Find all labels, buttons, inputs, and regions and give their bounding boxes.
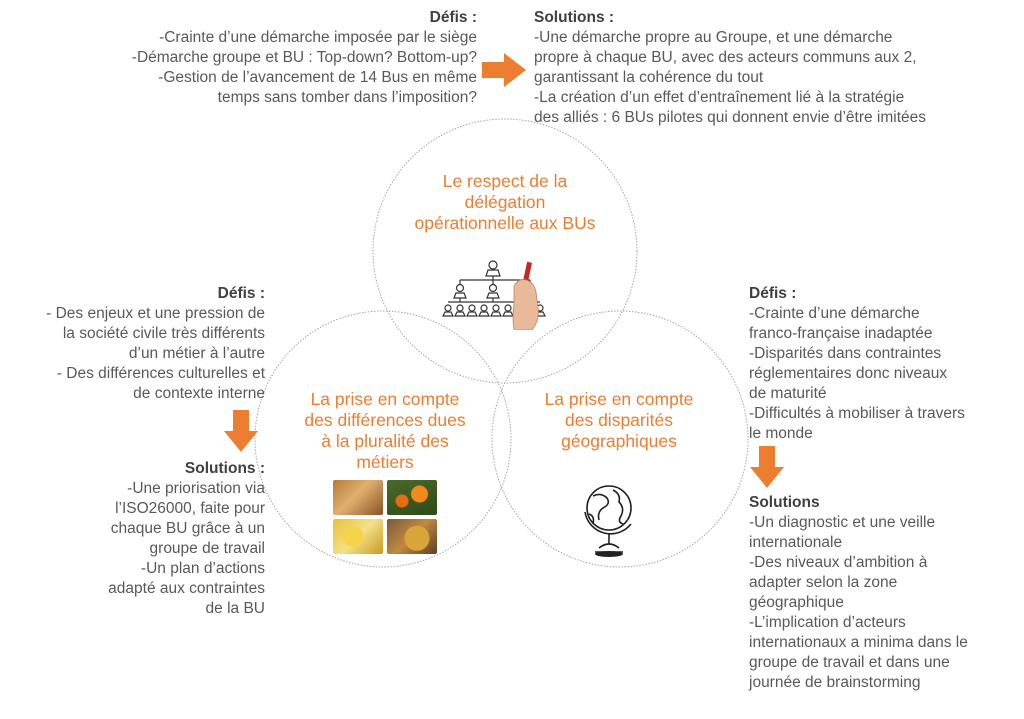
mid-left-challenge-line: - Des différences culturelles et	[56, 365, 265, 382]
bottom-left-solution-line: -Un plan d’actions	[140, 560, 265, 577]
bottom-right-solutions: Solutions -Un diagnostic et une veille i…	[749, 493, 968, 693]
circle-left-title-line: à la pluralité des	[321, 431, 449, 451]
circle-right	[491, 310, 749, 568]
top-right-solution-line: -La création d’un effet d’entraînement l…	[534, 89, 905, 106]
top-left-challenges-title: Défis :	[429, 9, 477, 26]
bottom-left-solution-line: groupe de travail	[149, 540, 265, 557]
mid-right-challenge-line: -Difficultés à mobiliser à travers	[749, 405, 965, 422]
bottom-left-solutions-title: Solutions :	[184, 460, 265, 477]
circle-top-title-line: Le respect de la	[442, 171, 568, 191]
circle-left-title: La prise en compte des différences dues …	[285, 389, 485, 473]
arrow-icon	[482, 53, 526, 87]
bottom-right-solution-line: internationaux a minima dans le	[749, 634, 968, 651]
top-right-solution-line: -Une démarche propre au Groupe, et une d…	[534, 29, 893, 46]
circle-top-title-line: opérationnelle aux BUs	[414, 213, 596, 233]
mid-right-challenge-line: de maturité	[749, 385, 827, 402]
bottom-right-solution-line: internationale	[749, 534, 843, 551]
bottom-left-solutions: Solutions : -Une priorisation via l’ISO2…	[108, 459, 265, 619]
bottom-right-solution-line: groupe de travail et dans une	[749, 654, 950, 671]
bottom-right-solutions-title: Solutions	[749, 494, 820, 511]
photo-grain	[333, 480, 383, 515]
circle-top	[372, 118, 638, 384]
mid-left-challenge-line: - Des enjeux et une pression de	[46, 305, 265, 322]
mid-left-challenge-line: la société civile très différents	[62, 325, 265, 342]
globe-icon	[584, 485, 632, 557]
circle-right-title-line: des disparités	[565, 410, 673, 430]
mid-right-challenges: Défis : -Crainte d’une démarche franco-f…	[749, 284, 965, 444]
bottom-right-solution-line: -Un diagnostic et une veille	[749, 514, 936, 531]
photo-flowers	[387, 480, 437, 515]
mid-right-challenge-line: le monde	[749, 425, 813, 442]
bottom-right-solution-line: géographique	[749, 594, 844, 611]
mid-left-challenges-title: Défis :	[217, 285, 265, 302]
mid-right-challenge-line: franco-française inadaptée	[749, 325, 933, 342]
circle-left	[254, 310, 512, 568]
circle-right-title: La prise en compte des disparités géogra…	[519, 389, 719, 452]
top-left-challenges: Défis : -Crainte d’une démarche imposée …	[132, 8, 477, 108]
mid-left-challenge-line: de contexte interne	[133, 385, 265, 402]
bottom-left-solution-line: l’ISO26000, faite pour	[115, 500, 265, 517]
photo-pasta	[333, 519, 383, 554]
top-right-solution-line: des alliés : 6 BUs pilotes qui donnent e…	[534, 109, 927, 126]
circle-right-title-line: géographiques	[561, 431, 677, 451]
top-right-solutions-title: Solutions :	[534, 9, 615, 26]
mid-left-challenge-line: d’un métier à l’autre	[128, 345, 265, 362]
circle-right-title-line: La prise en compte	[544, 389, 694, 409]
bottom-right-solution-line: -Des niveaux d’ambition à	[749, 554, 928, 571]
circle-top-title: Le respect de la délégation opérationnel…	[405, 171, 605, 234]
mid-right-challenge-line: -Disparités dans contraintes	[749, 345, 942, 362]
circle-left-title-line: métiers	[356, 452, 414, 472]
arrow-icon	[750, 446, 784, 488]
org-chart-icon	[442, 260, 546, 330]
arrow-icon	[224, 410, 258, 452]
photo-seeds	[387, 519, 437, 554]
bottom-left-solution-line: -Une priorisation via	[127, 480, 265, 497]
top-left-challenge-line: -Démarche groupe et BU : Top-down? Botto…	[131, 49, 477, 66]
bottom-right-solution-line: journée de brainstorming	[749, 674, 921, 691]
bottom-left-solution-line: chaque BU grâce à un	[110, 520, 265, 537]
top-left-challenge-line: -Gestion de l’avancement de 14 Bus en mê…	[158, 69, 477, 86]
circle-left-title-line: des différences dues	[304, 410, 466, 430]
circle-left-title-line: La prise en compte	[310, 389, 460, 409]
mid-right-challenge-line: réglementaires donc niveaux	[749, 365, 948, 382]
mid-right-challenge-line: -Crainte d’une démarche	[749, 305, 920, 322]
food-photos-icon	[333, 480, 437, 554]
bottom-left-solution-line: de la BU	[205, 600, 265, 617]
top-left-challenge-line: temps sans tomber dans l’imposition?	[217, 89, 477, 106]
top-left-challenge-line: -Crainte d’une démarche imposée par le s…	[159, 29, 477, 46]
circle-top-title-line: délégation	[464, 192, 546, 212]
bottom-right-solution-line: adapter selon la zone	[749, 574, 898, 591]
top-right-solutions: Solutions : -Une démarche propre au Grou…	[534, 8, 926, 128]
mid-left-challenges: Défis : - Des enjeux et une pression de …	[46, 284, 265, 404]
top-right-solution-line: propre à chaque BU, avec des acteurs com…	[534, 49, 917, 66]
bottom-left-solution-line: adapté aux contraintes	[108, 580, 265, 597]
top-right-solution-line: garantissant la cohérence du tout	[534, 69, 764, 86]
bottom-right-solution-line: -L’implication d’acteurs	[749, 614, 906, 631]
mid-right-challenges-title: Défis :	[749, 285, 797, 302]
